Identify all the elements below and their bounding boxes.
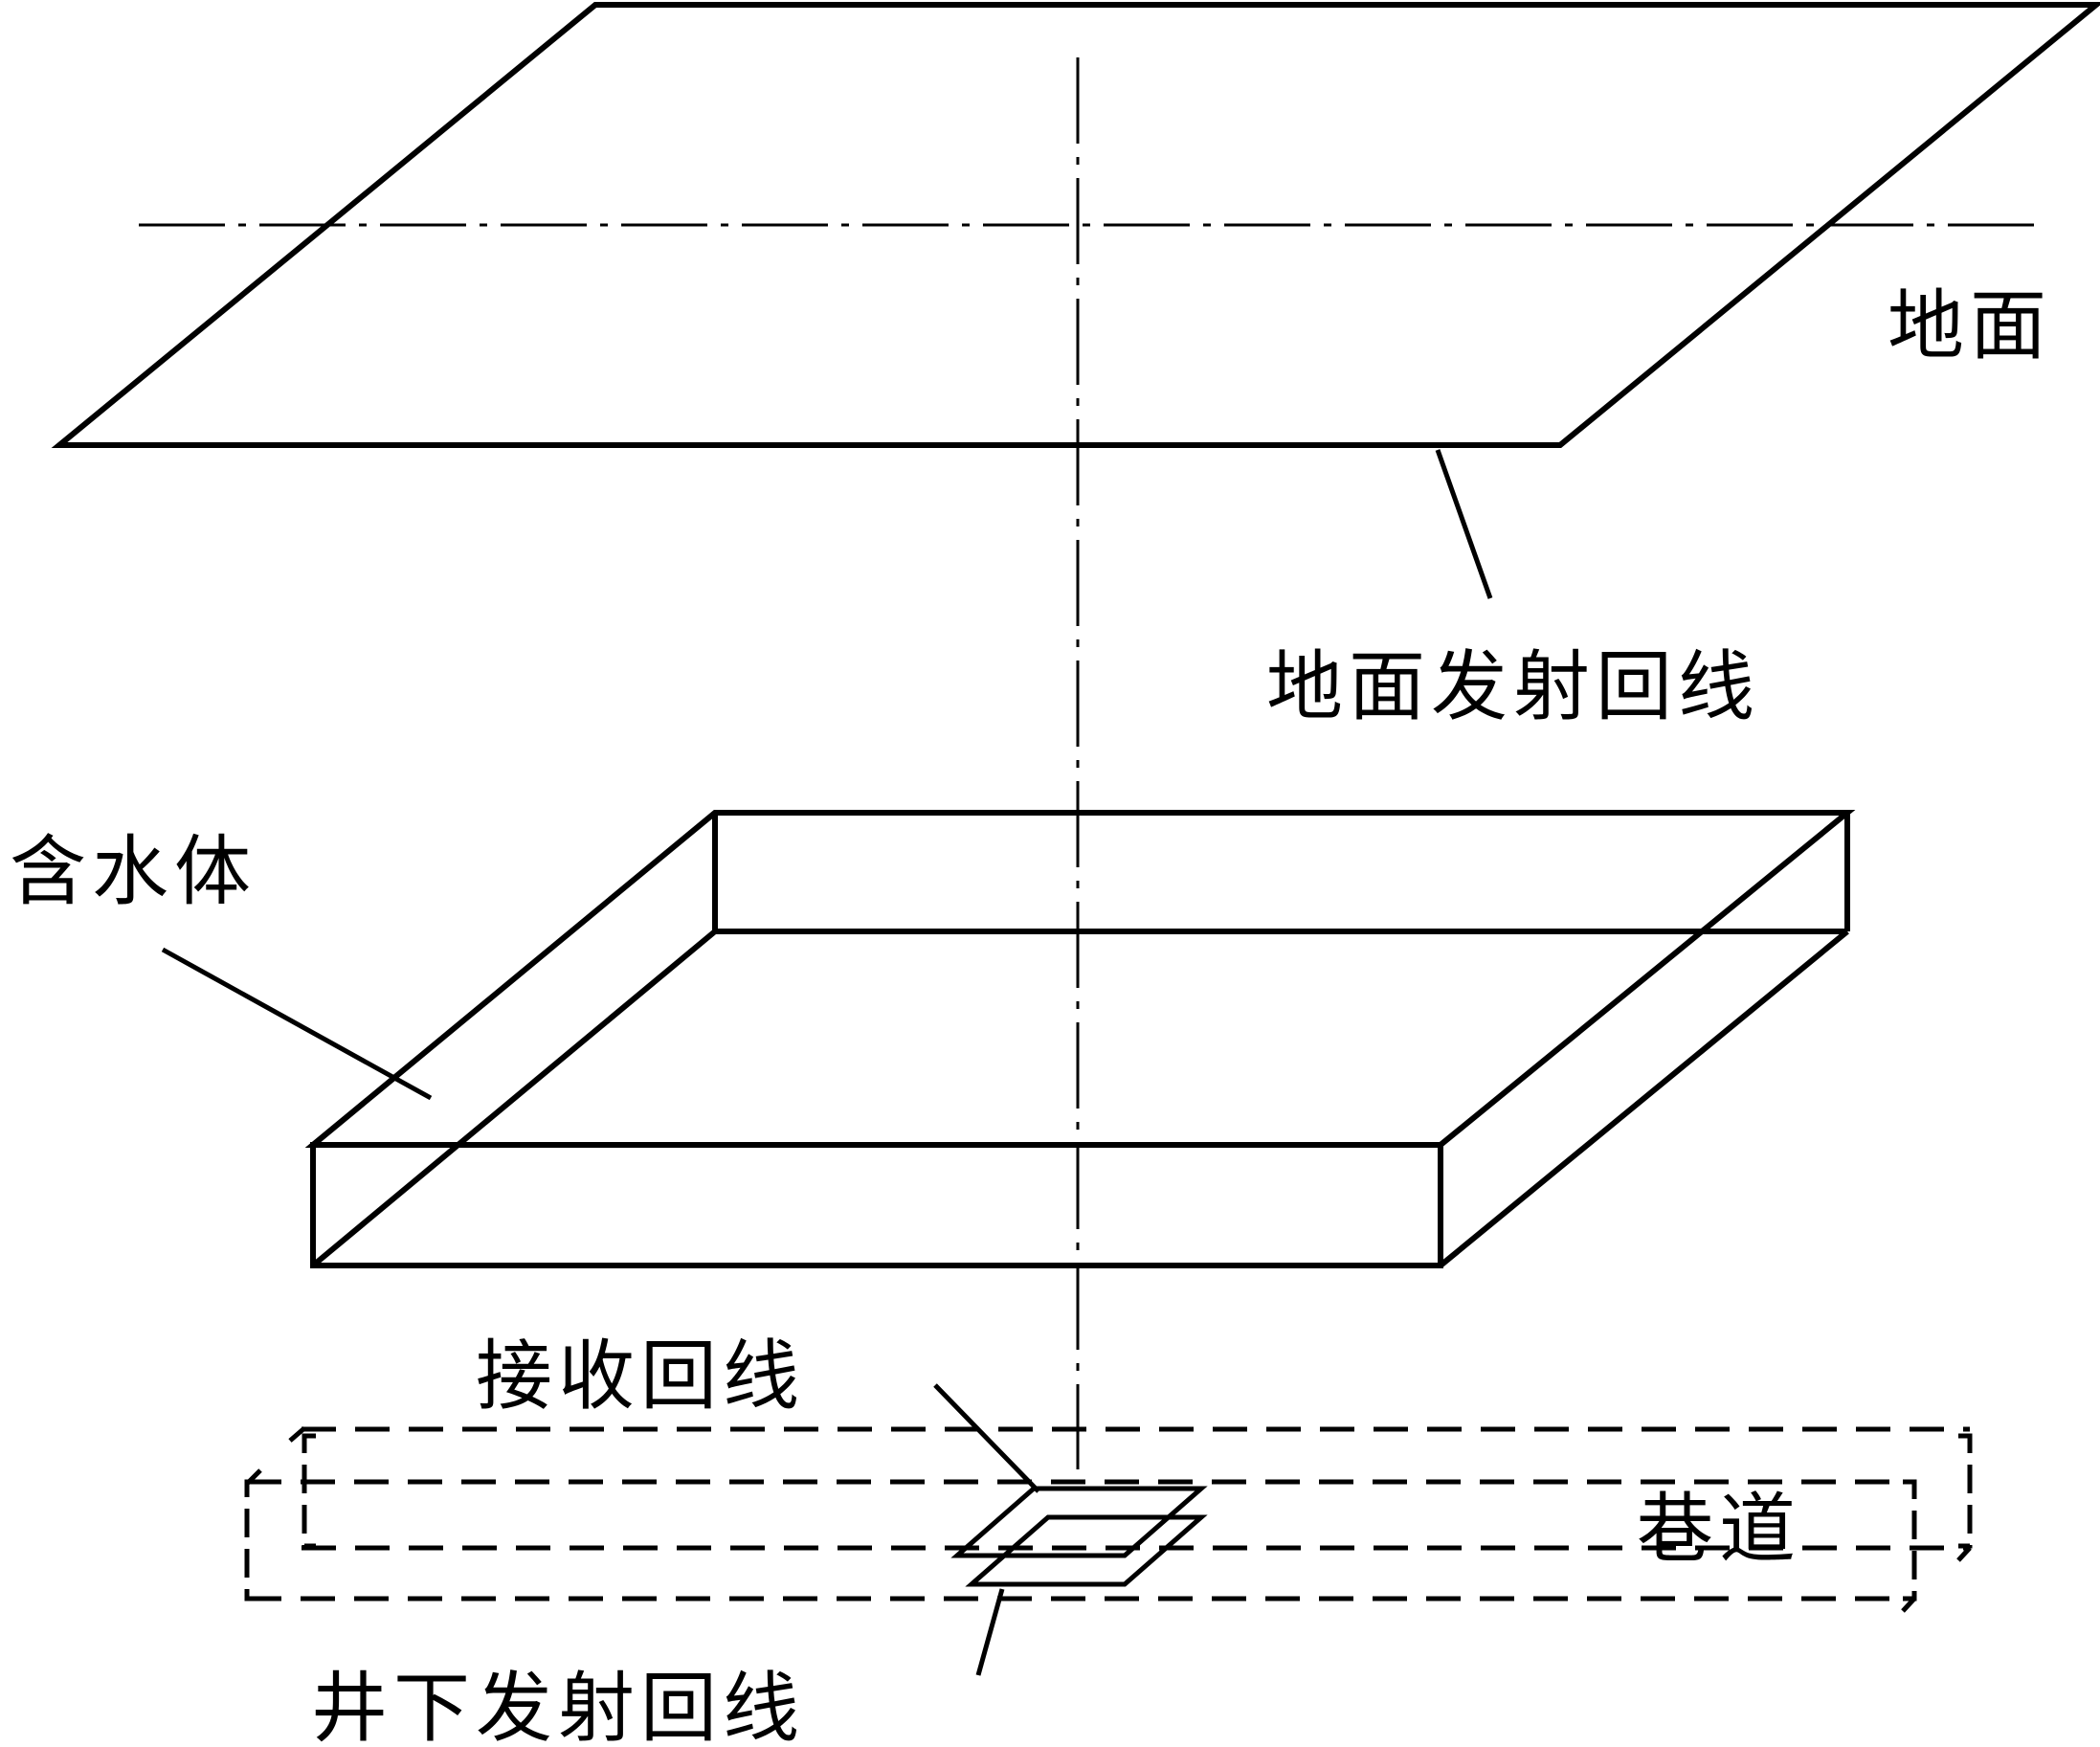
tunnel-label: 巷道 [1637, 1485, 1801, 1574]
underground-transmit-loop-leader [975, 1588, 1005, 1676]
ground-transmit-loop-label: 地面发射回线 [1266, 642, 1760, 731]
water-body-label: 含水体 [10, 827, 257, 916]
ground-label: 地面 [1888, 281, 2052, 370]
water-body-leader [161, 947, 433, 1101]
receive-loop-leader [933, 1383, 1040, 1493]
underground-transmit-loop-label: 井下发射回线 [311, 1664, 805, 1747]
receive-loop-label: 接收回线 [476, 1332, 805, 1421]
receive-loop-shape [950, 1486, 1208, 1558]
water-body-shape [304, 810, 1856, 1268]
underground-transmit-loop-shape [965, 1514, 1208, 1587]
ground-transmit-loop-shape [51, 1, 2100, 448]
ground-transmit-loop-leader [1435, 449, 1493, 599]
